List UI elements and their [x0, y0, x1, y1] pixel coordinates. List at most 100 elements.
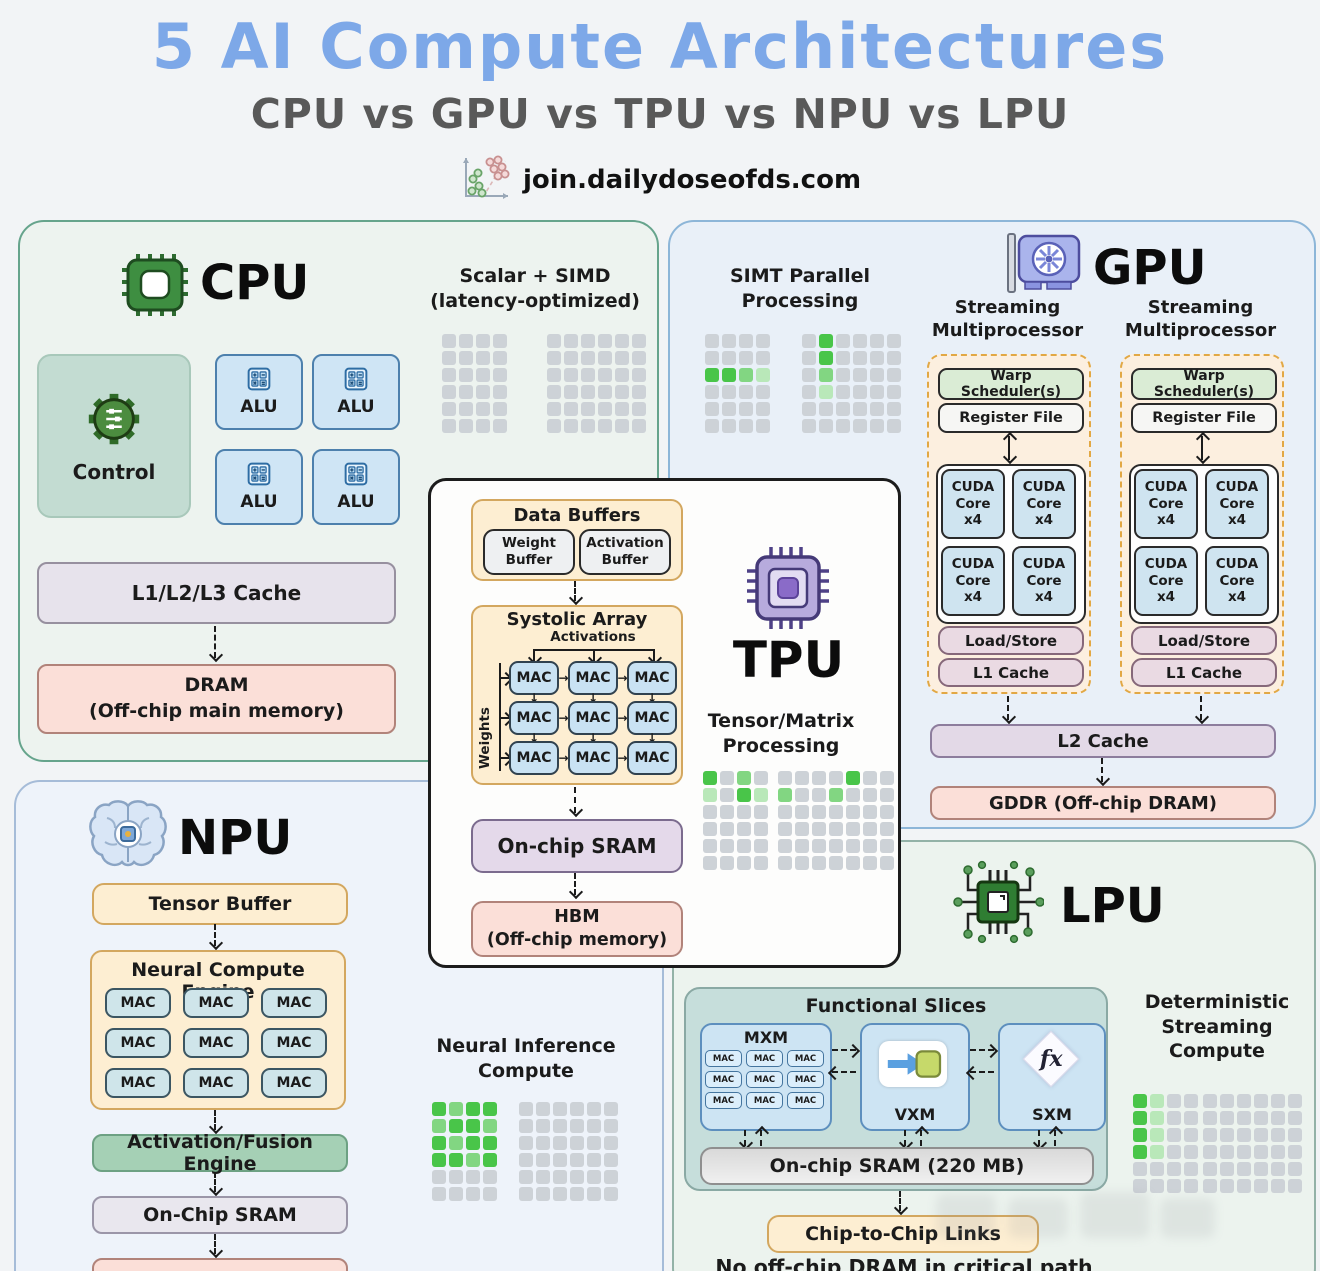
grid-cell — [1237, 1094, 1251, 1108]
grid-cell — [442, 368, 456, 382]
flow-arrow — [214, 1110, 216, 1130]
grid-cell — [604, 1119, 618, 1133]
grid-cell — [536, 1187, 550, 1201]
flow-arrow-up — [1054, 1130, 1056, 1146]
grid-cell — [863, 788, 877, 802]
grid-cell — [476, 334, 490, 348]
grid-cell — [553, 1119, 567, 1133]
grid-cell — [536, 1119, 550, 1133]
grid-cell — [880, 856, 894, 870]
grid-cell — [632, 334, 646, 348]
watermark-smudge — [1160, 1198, 1215, 1238]
cuda-core: CUDA Core x4 — [1134, 469, 1198, 539]
site-banner: join.dailydoseofds.com — [0, 152, 1320, 208]
grid-cell — [846, 788, 860, 802]
grid-cell — [1254, 1162, 1268, 1176]
grid-cell — [754, 839, 768, 853]
grid-cell — [1150, 1111, 1164, 1125]
control-label: Control — [72, 460, 156, 484]
grid-cell — [812, 805, 826, 819]
warp-scheduler: Warp Scheduler(s) — [1131, 368, 1277, 400]
mxm-label: MXM — [743, 1028, 789, 1047]
activations-arrow — [533, 649, 535, 661]
tensor-buffer: Tensor Buffer — [92, 883, 348, 925]
grid-cell — [819, 385, 833, 399]
mac-unit: MAC — [787, 1071, 824, 1088]
grid-cell — [1288, 1128, 1302, 1142]
alu-label: ALU — [337, 397, 375, 417]
grid-cell — [705, 351, 719, 365]
grid-cell — [483, 1153, 497, 1167]
grid-cell — [722, 402, 736, 416]
dashed-arrow-left — [832, 1071, 856, 1073]
grid-cell — [476, 402, 490, 416]
lpu-compute-grid-b — [1203, 1094, 1302, 1193]
grid-cell — [819, 334, 833, 348]
alu-block: ALU — [215, 354, 303, 430]
l2-cache: L2 Cache — [930, 724, 1276, 758]
grid-cell — [720, 805, 734, 819]
grid-cell — [1288, 1162, 1302, 1176]
grid-cell — [1184, 1111, 1198, 1125]
grid-cell — [802, 334, 816, 348]
grid-cell — [432, 1136, 446, 1150]
grid-cell — [836, 385, 850, 399]
mac-unit: MAC — [746, 1050, 783, 1067]
grid-cell — [547, 351, 561, 365]
grid-cell — [1254, 1094, 1268, 1108]
cuda-core: CUDA Core x4 — [1205, 469, 1269, 539]
grid-cell — [1167, 1145, 1181, 1159]
grid-cell — [615, 368, 629, 382]
grid-cell — [703, 822, 717, 836]
grid-cell — [1184, 1145, 1198, 1159]
grid-cell — [432, 1170, 446, 1184]
grid-cell — [1288, 1179, 1302, 1193]
grid-cell — [493, 351, 507, 365]
grid-cell — [1271, 1145, 1285, 1159]
grid-cell — [737, 856, 751, 870]
grid-cell — [632, 368, 646, 382]
mac-unit: MAC — [627, 661, 677, 695]
mac-unit: MAC — [568, 661, 618, 695]
gddr-dram: GDDR (Off-chip DRAM) — [930, 786, 1276, 820]
flow-arrow-up — [760, 1130, 762, 1146]
grid-cell — [870, 419, 884, 433]
weights-label: Weights — [477, 707, 493, 769]
grid-cell — [836, 419, 850, 433]
grid-cell — [476, 385, 490, 399]
alu-block: ALU — [215, 449, 303, 525]
grid-cell — [1150, 1162, 1164, 1176]
cpu-compute-grid-b — [547, 334, 646, 433]
grid-cell — [519, 1136, 533, 1150]
grid-cell — [547, 402, 561, 416]
register-file: Register File — [938, 403, 1084, 433]
grid-cell — [564, 334, 578, 348]
grid-cell — [536, 1102, 550, 1116]
grid-cell — [570, 1136, 584, 1150]
grid-cell — [795, 805, 809, 819]
dashed-arrow-left — [970, 1071, 994, 1073]
grid-cell — [880, 839, 894, 853]
grid-cell — [880, 805, 894, 819]
grid-cell — [819, 368, 833, 382]
grid-cell — [853, 419, 867, 433]
npu-brain-icon — [87, 798, 169, 876]
grid-cell — [442, 334, 456, 348]
gpu-simt-grid-b — [802, 334, 901, 433]
grid-cell — [449, 1119, 463, 1133]
load-store-unit: Load/Store — [1131, 626, 1277, 655]
grid-cell — [756, 368, 770, 382]
mac-unit: MAC — [509, 741, 559, 775]
weight-buffer: Weight Buffer — [483, 529, 575, 575]
grid-cell — [598, 385, 612, 399]
npu-on-chip-sram: On-Chip SRAM — [92, 1196, 348, 1234]
grid-cell — [1237, 1179, 1251, 1193]
grid-cell — [819, 402, 833, 416]
grid-cell — [836, 334, 850, 348]
grid-cell — [887, 402, 901, 416]
grid-cell — [587, 1119, 601, 1133]
tpu-tagline: Tensor/Matrix Processing — [707, 710, 855, 757]
grid-cell — [587, 1102, 601, 1116]
grid-cell — [722, 351, 736, 365]
